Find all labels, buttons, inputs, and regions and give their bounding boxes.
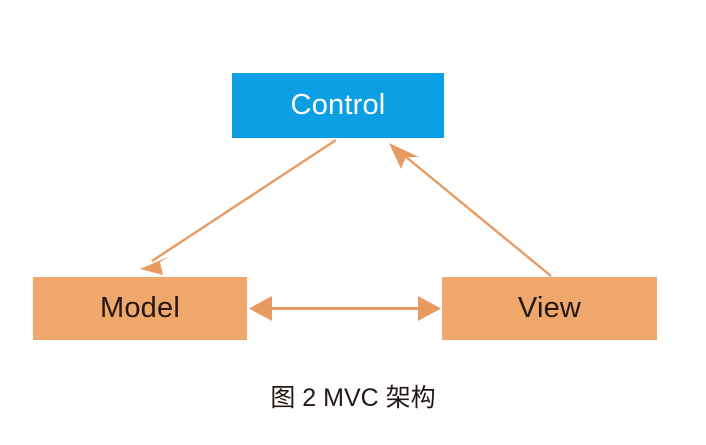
edge-model-view	[249, 296, 441, 321]
node-model[interactable]: Model	[33, 277, 247, 340]
edge-view-to-control	[389, 143, 552, 277]
node-control[interactable]: Control	[232, 73, 444, 138]
node-control-label: Control	[290, 89, 386, 121]
edge-control-to-model	[140, 138, 337, 275]
node-view-label: View	[517, 292, 582, 324]
node-view[interactable]: View	[442, 277, 657, 340]
node-model-label: Model	[100, 292, 180, 324]
figure-caption: 图 2 MVC 架构	[270, 384, 436, 412]
